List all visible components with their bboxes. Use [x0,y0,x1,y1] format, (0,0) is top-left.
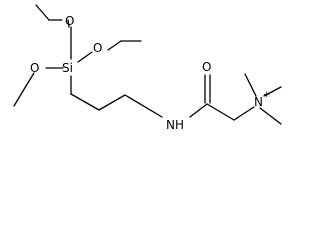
bond-o-upper-ch2 [67,19,70,28]
atom-ammonium-charge: + [263,90,271,100]
bond-n-carbonyl [189,103,208,118]
bond-o-right-ch2 [107,40,122,51]
bond-o-left-ch2 [25,72,35,87]
atom-oxygen-upper: O [65,14,74,28]
atom-ammonium-nitrogen: N [254,95,263,109]
atom-silicon: Si [62,61,73,75]
bond-carbonyl-ch2 [206,103,235,121]
atom-oxygen-carbonyl: O [202,60,211,74]
bond-n-plus-methyl-right [263,86,282,97]
atom-oxygen-left: O [30,61,39,75]
atom-amide-nitrogen: NH [166,118,184,132]
bond-n-plus-methyl-down [259,107,282,125]
bond-n-plus-methyl-up [244,73,257,97]
bond-ethyl-upper-ch3 [35,4,50,21]
bond-c3-n [124,94,163,118]
bond-ch2-n-plus [233,106,255,121]
bond-c2-c3 [98,94,126,111]
atom-oxygen-right: O [93,41,102,55]
bond-c1-c2 [70,93,100,111]
bond-ethyl-left-ch3 [13,85,27,107]
bond-si-o-right [77,51,93,63]
structure-diagram: O O Si O O NH N + [13,4,282,132]
